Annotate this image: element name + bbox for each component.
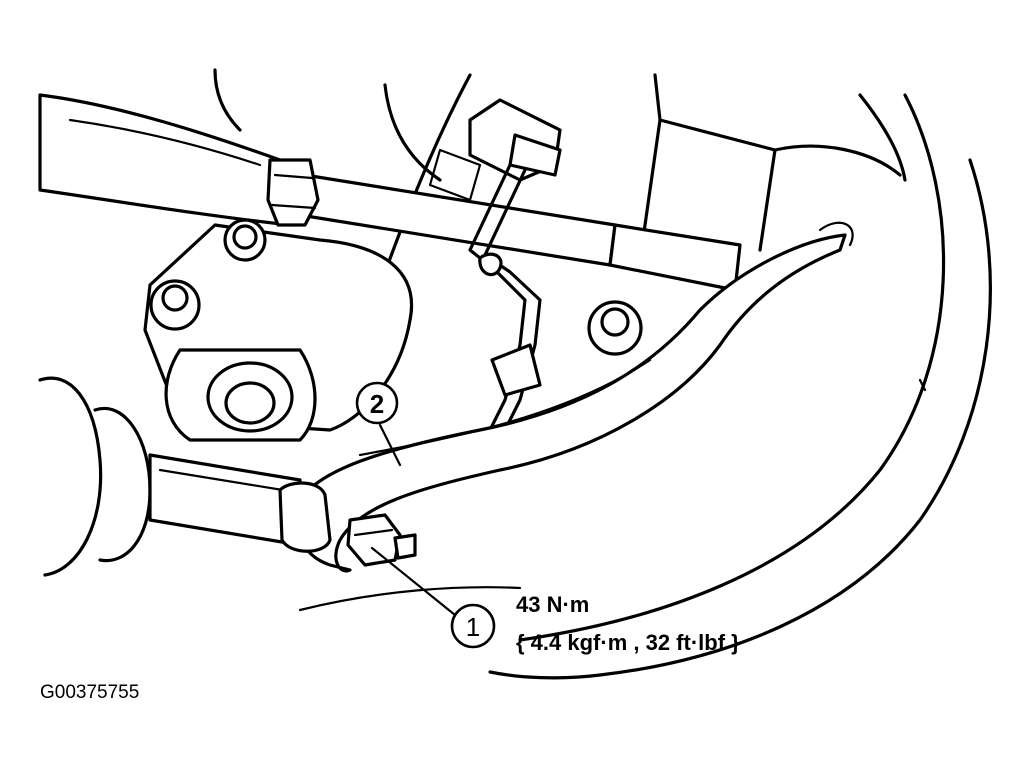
- lower-arm-mount: [143, 223, 414, 442]
- stabilizer-link-bolt: [278, 481, 417, 567]
- leader-line-2: [378, 423, 402, 467]
- callout-2-circle: [355, 381, 399, 425]
- figure-id: G00375755: [40, 682, 139, 703]
- drive-shaft-boot: [38, 376, 302, 577]
- tie-rod: [266, 158, 742, 292]
- mount-bolt-right: [587, 300, 643, 356]
- callout-1-label: 1: [466, 612, 480, 642]
- callout-1-circle: [450, 603, 496, 649]
- callout-2: 2: [355, 381, 399, 425]
- callout-2-label: 2: [370, 389, 384, 419]
- mount-bolt-left: [149, 279, 201, 331]
- wheel-housing-arcs: [298, 93, 992, 680]
- leader-lines: [370, 423, 457, 617]
- callout-1: 1: [450, 603, 496, 649]
- sensor-connector: [428, 98, 562, 202]
- mount-bolts: [149, 218, 643, 356]
- leader-line-1: [370, 546, 457, 617]
- mount-bolt-top: [223, 218, 267, 262]
- brake-line: [468, 163, 542, 442]
- torque-spec-primary: 43 N·m: [516, 592, 589, 617]
- torque-spec-secondary: { 4.4 kgf·m , 32 ft·lbf }: [516, 630, 740, 655]
